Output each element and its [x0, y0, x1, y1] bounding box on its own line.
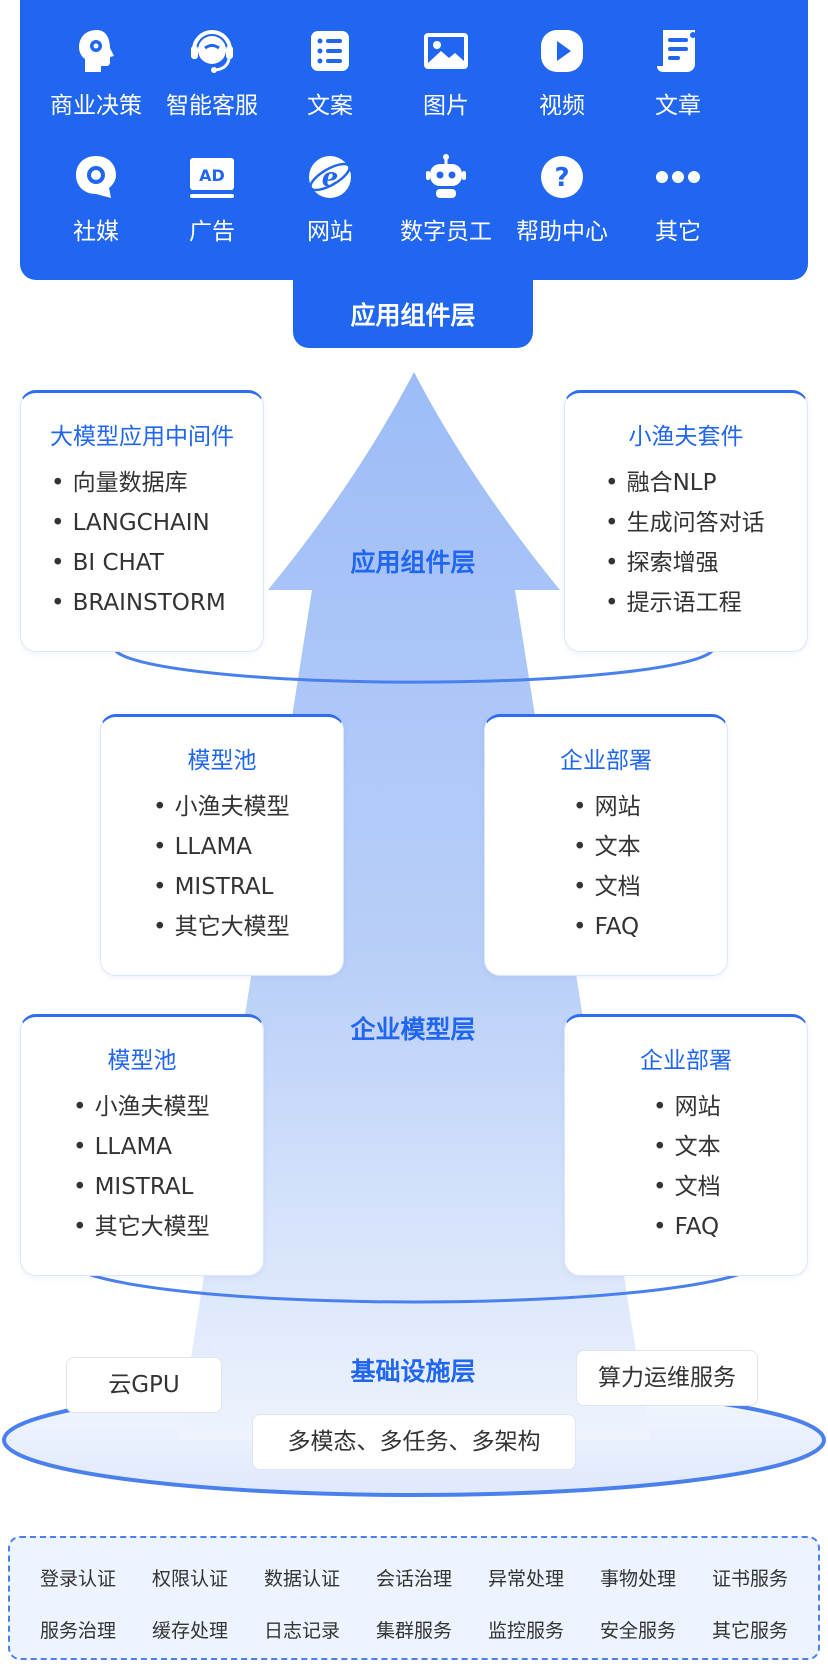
card-title: 小渔夫套件: [628, 424, 744, 450]
service-item: 缓存处理: [151, 1620, 228, 1642]
service-item: 事物处理: [599, 1568, 676, 1590]
help-center-item[interactable]: ? 帮助中心: [500, 152, 624, 246]
icon-label: 广告: [189, 219, 235, 245]
service-item: 登录认证: [39, 1568, 116, 1590]
list-item: 提示语工程: [605, 583, 765, 623]
image-icon: [424, 33, 468, 69]
model-pool-card-lower: 模型池 小渔夫模型 LLAMA MISTRAL 其它大模型: [20, 1014, 264, 1276]
list-item: BI CHAT: [51, 543, 226, 583]
list-item: 融合NLP: [605, 463, 765, 503]
list-item: 文档: [653, 1167, 721, 1207]
cloud-gpu-chip: 云GPU: [66, 1357, 222, 1413]
list-item: 其它大模型: [73, 1207, 210, 1247]
list-item: 小渔夫模型: [153, 787, 290, 827]
video-item[interactable]: 视频: [500, 26, 624, 120]
list-item: 探索增强: [605, 543, 765, 583]
app-component-tab: [293, 270, 533, 348]
layer-label-infra: 基础设施层: [350, 1357, 476, 1386]
icon-label: 智能客服: [166, 93, 258, 119]
other-item[interactable]: 其它: [616, 152, 740, 246]
list-item: 生成问答对话: [605, 503, 765, 543]
social-media-icon: [76, 156, 116, 198]
service-item: 异常处理: [487, 1568, 564, 1590]
list-item: 文档: [573, 867, 641, 907]
service-item: 其它服务: [711, 1620, 788, 1642]
list-item: FAQ: [653, 1207, 721, 1247]
icon-label: 其它: [655, 219, 701, 245]
icon-label: 文章: [655, 93, 701, 119]
common-services-box: [8, 1536, 820, 1660]
card-title: 大模型应用中间件: [50, 424, 234, 450]
list-item: 网站: [653, 1087, 721, 1127]
website-browser-icon: e: [309, 156, 351, 198]
robot-icon: [426, 154, 466, 198]
service-item: 监控服务: [487, 1620, 564, 1642]
business-decision-icon: [79, 30, 114, 72]
compute-ops-chip: 算力运维服务: [576, 1350, 758, 1406]
article-scroll-icon: [657, 30, 696, 72]
list-item: LANGCHAIN: [51, 503, 226, 543]
list-item: 其它大模型: [153, 907, 290, 947]
document-list-icon: [311, 31, 349, 71]
service-item: 证书服务: [711, 1568, 788, 1590]
list-item: FAQ: [573, 907, 641, 947]
help-question-icon: ?: [541, 156, 583, 198]
ad-icon: AD: [190, 158, 234, 198]
service-item: 数据认证: [263, 1568, 340, 1590]
layer-label-app: 应用组件层: [350, 548, 476, 577]
xiaoyufu-suite-card: 小渔夫套件 融合NLP 生成问答对话 探索增强 提示语工程: [564, 390, 808, 652]
icon-label: 网站: [307, 219, 353, 245]
card-title: 企业部署: [560, 748, 652, 774]
video-play-icon: [541, 30, 583, 72]
multi-modal-chip: 多模态、多任务、多架构: [252, 1414, 576, 1470]
list-item: 小渔夫模型: [73, 1087, 210, 1127]
svg-text:?: ?: [554, 163, 569, 193]
svg-text:AD: AD: [199, 166, 225, 185]
icon-label: 数字员工: [400, 219, 492, 245]
enterprise-deploy-card-lower: 企业部署 网站 文本 文档 FAQ: [564, 1014, 808, 1276]
customer-service-item[interactable]: 智能客服: [150, 26, 274, 120]
icon-label: 帮助中心: [516, 219, 608, 245]
model-pool-card-upper: 模型池 小渔夫模型 LLAMA MISTRAL 其它大模型: [100, 714, 344, 976]
service-item: 安全服务: [599, 1620, 676, 1642]
card-title: 企业部署: [640, 1048, 732, 1074]
icon-label: 文案: [307, 93, 353, 119]
list-item: 文本: [573, 827, 641, 867]
list-item: MISTRAL: [73, 1167, 210, 1207]
list-item: BRAINSTORM: [51, 583, 226, 623]
copywriting-item[interactable]: 文案: [268, 26, 392, 120]
service-item: 服务治理: [39, 1620, 116, 1642]
list-item: LLAMA: [73, 1127, 210, 1167]
service-item: 会话治理: [375, 1568, 452, 1590]
service-item: 权限认证: [151, 1568, 228, 1590]
customer-service-icon: [191, 30, 233, 73]
list-item: 网站: [573, 787, 641, 827]
icon-label: 视频: [539, 93, 585, 119]
card-title: 模型池: [107, 1048, 177, 1074]
card-title: 模型池: [187, 748, 257, 774]
list-item: MISTRAL: [153, 867, 290, 907]
image-item[interactable]: 图片: [384, 26, 508, 120]
service-item: 集群服务: [375, 1620, 452, 1642]
website-item[interactable]: e 网站: [268, 152, 392, 246]
icon-label: 商业决策: [50, 93, 142, 119]
digital-employee-item[interactable]: 数字员工: [384, 152, 508, 246]
service-item: 日志记录: [263, 1620, 340, 1642]
enterprise-deploy-card-upper: 企业部署 网站 文本 文档 FAQ: [484, 714, 728, 976]
llm-middleware-card: 大模型应用中间件 向量数据库 LANGCHAIN BI CHAT BRAINST…: [20, 390, 264, 652]
social-media-item[interactable]: 社媒: [34, 152, 158, 246]
list-item: 文本: [653, 1127, 721, 1167]
list-item: 向量数据库: [51, 463, 226, 503]
business-decision-item[interactable]: 商业决策: [34, 26, 158, 120]
ad-item[interactable]: AD 广告: [150, 152, 274, 246]
icon-label: 社媒: [73, 219, 119, 245]
app-component-panel-title: 应用组件层: [350, 301, 476, 330]
more-dots-icon: [656, 171, 700, 183]
article-item[interactable]: 文章: [616, 26, 740, 120]
list-item: LLAMA: [153, 827, 290, 867]
layer-label-model: 企业模型层: [350, 1015, 476, 1044]
icon-label: 图片: [423, 93, 469, 119]
